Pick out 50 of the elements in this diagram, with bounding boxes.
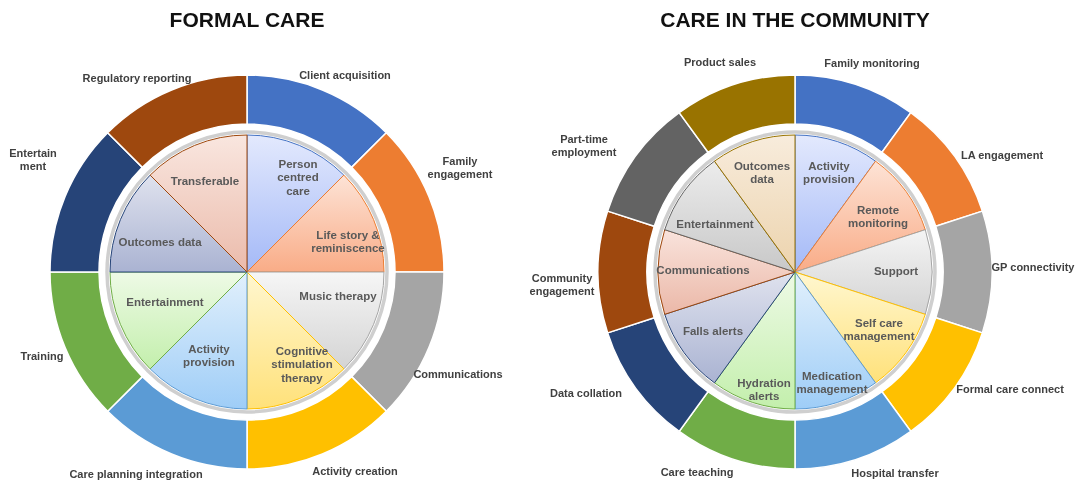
ring-segment <box>597 210 655 334</box>
segment-label: Hospital transfer <box>851 466 939 480</box>
ring-segment <box>794 74 912 153</box>
slice-label: Activity provision <box>182 342 236 370</box>
slice-label: Communications <box>656 264 750 278</box>
segment-label: Care planning integration <box>69 467 203 480</box>
segment-label: Training <box>20 349 64 363</box>
slice-label: Entertainment <box>676 218 754 232</box>
wheel-title: CARE IN THE COMMUNITY <box>660 8 930 32</box>
segment-label: Entertain ment <box>8 147 58 173</box>
slice-label: Support <box>873 265 919 279</box>
segment-label: LA engagement <box>960 148 1044 162</box>
segment-label: Product sales <box>683 55 757 69</box>
slice-label: Remote monitoring <box>846 203 909 231</box>
slice-label: Medication management <box>795 369 869 397</box>
ring-segment <box>935 210 993 334</box>
segment-label: Communications <box>413 367 503 381</box>
slice-label: Falls alerts <box>682 325 744 339</box>
slice-label: Life story & reminiscence <box>310 228 386 256</box>
segment-label: Data collation <box>549 386 623 400</box>
segment-label: Family monitoring <box>824 56 920 70</box>
ring-segment <box>678 391 796 470</box>
pie-slice <box>109 271 248 370</box>
pie-slice <box>794 229 933 315</box>
pie-slice <box>246 271 385 370</box>
slice-label: Hydration alerts <box>736 376 792 404</box>
slice-label: Person centred care <box>276 158 320 198</box>
segment-label: Family engagement <box>426 155 494 181</box>
segment-label: Care teaching <box>660 465 734 479</box>
ring-segment <box>106 375 248 470</box>
segment-label: Client acquisition <box>299 68 391 82</box>
pie-slice <box>246 174 385 273</box>
slice-label: Outcomes data <box>118 236 202 250</box>
slice-label: Cognitive stimulation therapy <box>270 345 334 385</box>
segment-label: Community engagement <box>528 272 596 298</box>
slice-label: Self care management <box>842 316 916 344</box>
slice-label: Outcomes data <box>732 159 792 187</box>
slice-label: Activity provision <box>802 159 856 187</box>
wheel-title: FORMAL CARE <box>169 8 325 32</box>
pie-slice <box>109 174 248 273</box>
ring-segment <box>678 74 796 153</box>
segment-label: Formal care connect <box>956 382 1064 396</box>
segment-label: Part-time employment <box>550 133 618 159</box>
pie-slice <box>657 229 796 315</box>
segment-label: GP connectivity <box>991 260 1075 274</box>
segment-label: Regulatory reporting <box>82 71 192 85</box>
slice-label: Entertainment <box>126 296 204 310</box>
slice-label: Music therapy <box>299 290 377 304</box>
slice-label: Transferable <box>170 175 240 189</box>
segment-label: Activity creation <box>312 464 398 478</box>
